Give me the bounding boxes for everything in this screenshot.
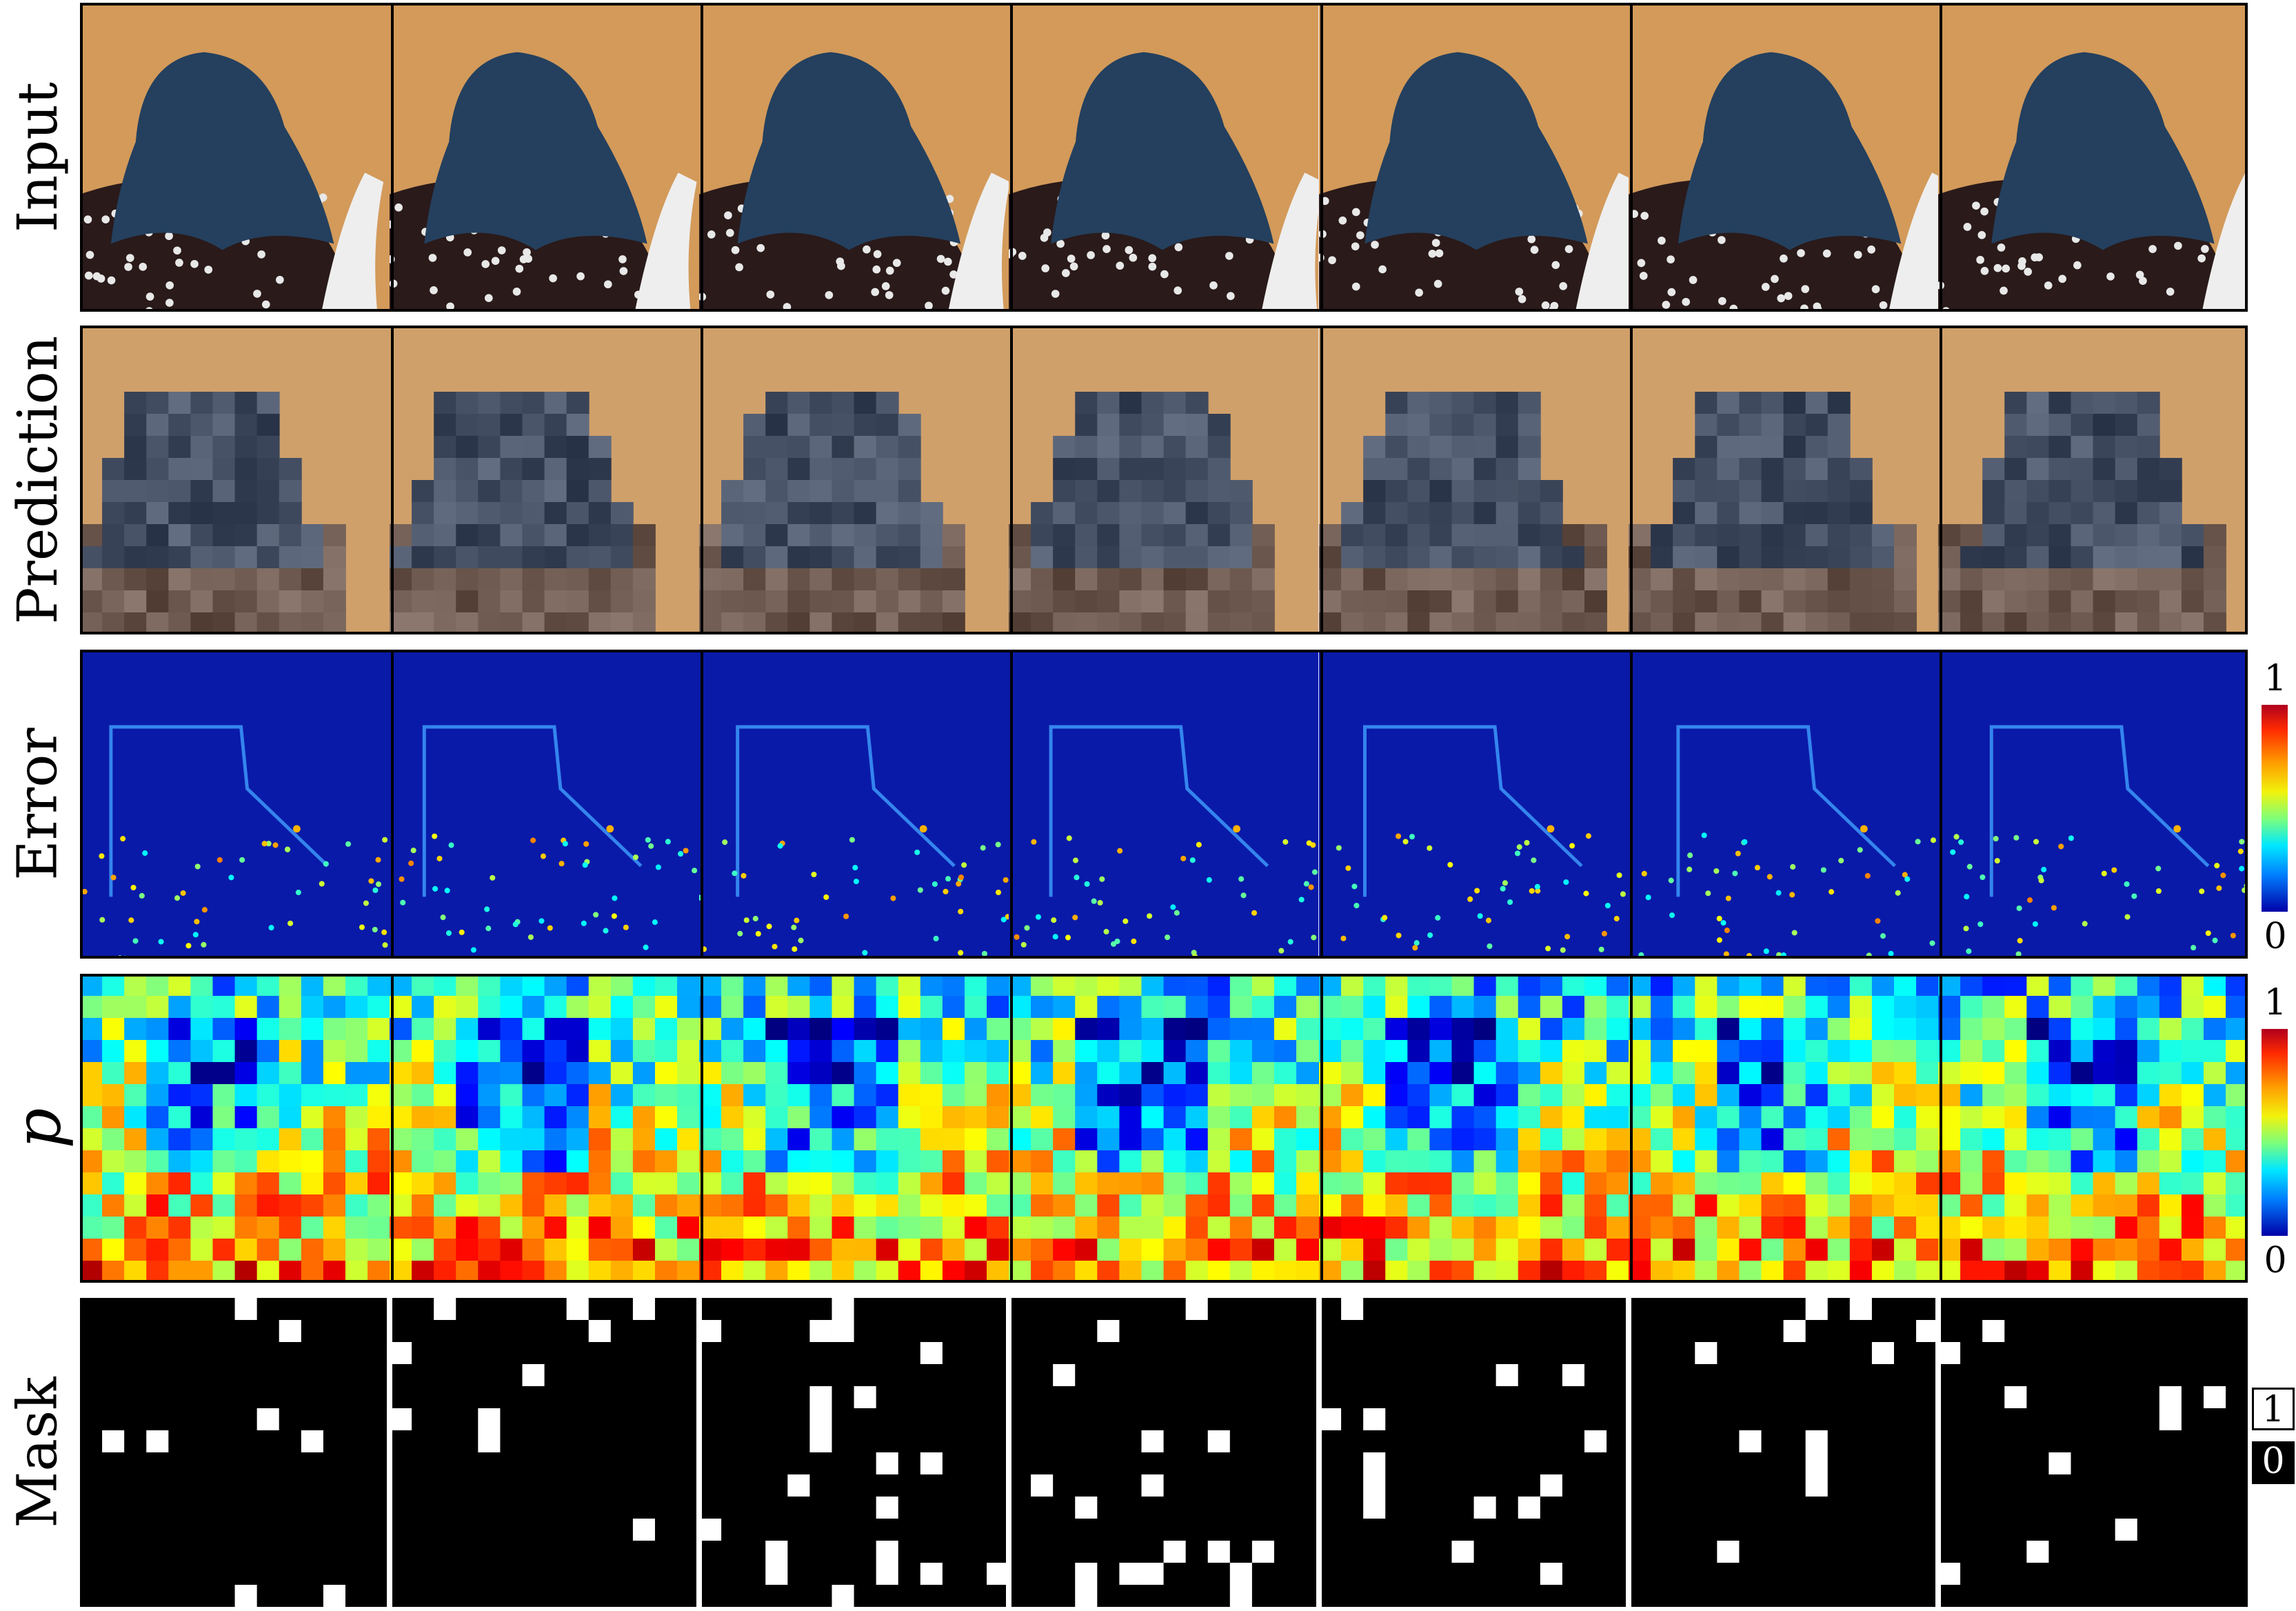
p-frame-3 — [699, 974, 1009, 1283]
prediction-frame-4 — [1009, 326, 1319, 634]
mask-frame-2 — [390, 1298, 700, 1607]
prediction-frame-5 — [1318, 326, 1629, 634]
input-frame-4 — [1009, 3, 1319, 312]
error-colorbar-max: 1 — [2264, 658, 2287, 699]
error-frame-2 — [390, 650, 700, 959]
input-frame-1 — [80, 3, 390, 312]
row-label-input: Input — [6, 81, 70, 233]
mask-frame-5 — [1318, 1298, 1629, 1607]
p-frame-4 — [1009, 974, 1319, 1283]
mask-legend-one: 1 — [2252, 1388, 2295, 1430]
mask-frame-4 — [1009, 1298, 1319, 1607]
p-colorbar-max: 1 — [2264, 982, 2287, 1023]
mask-separator — [696, 1298, 703, 1607]
p-colorbar — [2262, 1029, 2288, 1236]
mask-frame-7 — [1937, 1298, 2248, 1607]
error-frame-5 — [1318, 650, 1629, 959]
mask-legend-zero: 0 — [2252, 1441, 2295, 1484]
input-frame-2 — [390, 3, 700, 312]
error-colorbar-min: 0 — [2264, 916, 2287, 957]
input-frame-6 — [1628, 3, 1938, 312]
mask-separator — [1625, 1298, 1631, 1607]
mask-separator — [1935, 1298, 1941, 1607]
error-frame-6 — [1628, 650, 1938, 959]
prediction-frame-3 — [699, 326, 1009, 634]
row-label-error: Error — [6, 728, 70, 881]
p-row — [80, 974, 2248, 1283]
prediction-row — [80, 326, 2248, 634]
input-frame-7 — [1937, 3, 2248, 312]
mask-frame-6 — [1628, 1298, 1938, 1607]
prediction-frame-1 — [80, 326, 390, 634]
mask-separator — [1316, 1298, 1322, 1607]
mask-separator — [1006, 1298, 1012, 1607]
mask-row — [80, 1298, 2248, 1607]
p-frame-2 — [390, 974, 700, 1283]
input-frame-3 — [699, 3, 1009, 312]
mask-frame-3 — [699, 1298, 1009, 1607]
prediction-frame-6 — [1628, 326, 1938, 634]
error-row — [80, 650, 2248, 959]
error-frame-7 — [1937, 650, 2248, 959]
error-frame-3 — [699, 650, 1009, 959]
mask-frame-1 — [80, 1298, 390, 1607]
row-label-prediction: Prediction — [6, 335, 70, 625]
input-row — [80, 3, 2248, 312]
p-frame-1 — [80, 974, 390, 1283]
mask-separator — [387, 1298, 393, 1607]
prediction-frame-2 — [390, 326, 700, 634]
p-colorbar-min: 0 — [2264, 1240, 2287, 1281]
row-label-mask: Mask — [6, 1377, 70, 1528]
error-colorbar — [2262, 705, 2288, 912]
error-frame-4 — [1009, 650, 1319, 959]
input-frame-5 — [1318, 3, 1629, 312]
prediction-frame-7 — [1937, 326, 2248, 634]
error-frame-1 — [80, 650, 390, 959]
row-label-p: p — [1, 1108, 74, 1149]
p-frame-6 — [1628, 974, 1938, 1283]
p-frame-5 — [1318, 974, 1629, 1283]
p-frame-7 — [1937, 974, 2248, 1283]
